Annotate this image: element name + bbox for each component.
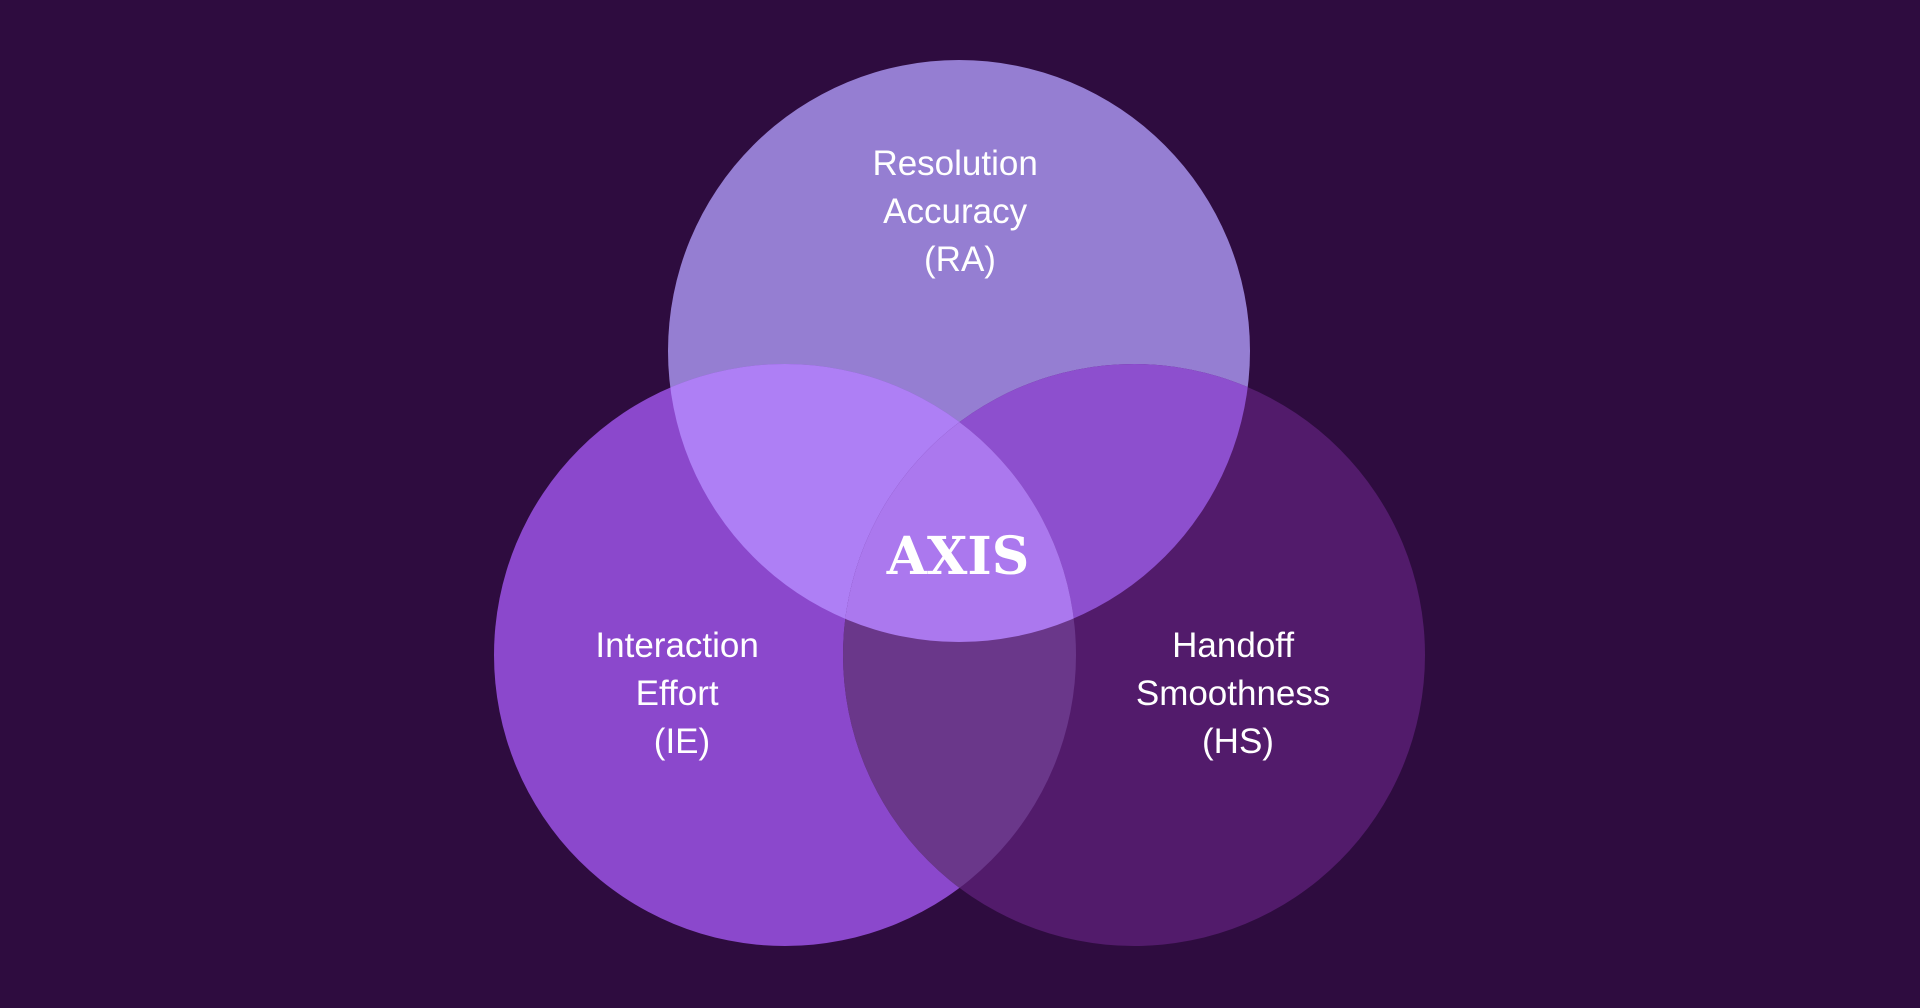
label-hs-line-2: Smoothness — [1136, 674, 1331, 713]
overlap-all — [843, 364, 1076, 642]
label-ie-line-3: (IE) — [654, 722, 710, 761]
label-ie-line-1: Interaction — [595, 626, 758, 665]
center-label: AXIS — [886, 526, 1030, 587]
label-resolution-accuracy: Resolution Accuracy (RA) — [872, 144, 1047, 279]
label-hs-line-1: Handoff — [1172, 626, 1294, 665]
label-ie-line-2: Effort — [636, 674, 719, 713]
label-hs-line-3: (HS) — [1202, 722, 1274, 761]
label-ra-line-3: (RA) — [924, 240, 996, 279]
label-ra-line-2: Accuracy — [883, 192, 1027, 231]
label-handoff-smoothness: Handoff Smoothness (HS) — [1136, 626, 1340, 761]
label-ra-line-1: Resolution — [872, 144, 1037, 183]
label-interaction-effort: Interaction Effort (IE) — [595, 626, 768, 761]
